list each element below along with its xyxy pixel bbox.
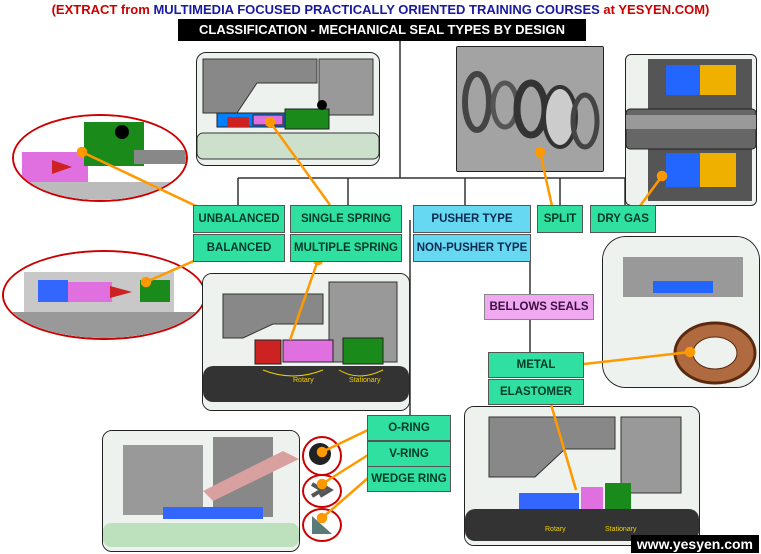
elastomer-bellows-panel: Rotary Stationary [464, 406, 700, 546]
multiple-spring-box: MULTIPLE SPRING [290, 234, 402, 262]
balanced-box: BALANCED [193, 234, 285, 262]
header-brand: YESYEN.COM) [618, 2, 710, 17]
o-ring-box: O-RING [367, 415, 451, 441]
bellows-drawing [603, 237, 759, 387]
multiple-spring-drawing: Rotary Stationary [203, 274, 409, 410]
unbalanced-box: UNBALANCED [193, 205, 285, 233]
wedge-ring-box: WEDGE RING [367, 466, 451, 492]
dry-gas-box: DRY GAS [590, 205, 656, 233]
non-pusher-type-box: NON-PUSHER TYPE [413, 234, 531, 262]
header-prefix: (EXTRACT from [51, 2, 150, 17]
header-at: at [603, 2, 615, 17]
source-header: (EXTRACT from MULTIMEDIA FOCUSED PRACTIC… [0, 2, 761, 17]
bellows-seals-box: BELLOWS SEALS [484, 294, 594, 320]
stationary-label-a: Stationary [349, 377, 381, 384]
elastomer-bellows-drawing: Rotary Stationary [465, 407, 699, 545]
balanced-callout [2, 250, 206, 340]
pusher-type-box: PUSHER TYPE [413, 205, 531, 233]
wedge-ring-icon [312, 516, 332, 534]
rotary-label-b: Rotary [545, 526, 566, 533]
bellows-panel [602, 236, 760, 388]
split-seal-panel [456, 46, 604, 172]
single-spring-box: SINGLE SPRING [290, 205, 402, 233]
balanced-drawing [4, 252, 204, 338]
page-title: CLASSIFICATION - MECHANICAL SEAL TYPES B… [178, 19, 586, 41]
stationary-label-b: Stationary [605, 526, 637, 533]
metal-box: METAL [488, 352, 584, 378]
elastomer-box: ELASTOMER [488, 379, 584, 405]
header-course: MULTIMEDIA FOCUSED PRACTICALLY ORIENTED … [153, 2, 600, 17]
elastomer-drawing [103, 431, 299, 551]
v-ring-box: V-RING [367, 441, 451, 467]
split-seal-drawing [457, 47, 603, 171]
rotary-label-a: Rotary [293, 377, 314, 384]
site-watermark: www.yesyen.com [630, 535, 759, 553]
split-box: SPLIT [537, 205, 583, 233]
elastomer-panel [102, 430, 300, 552]
